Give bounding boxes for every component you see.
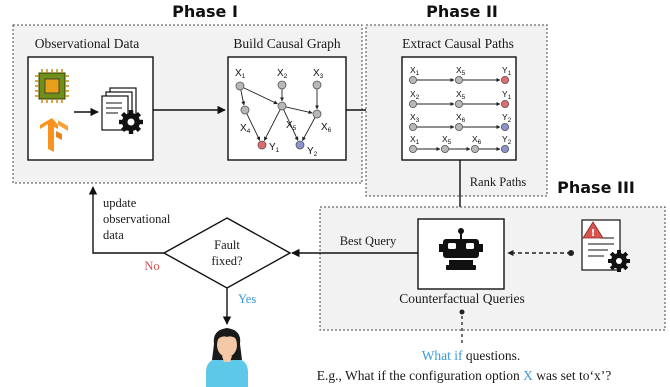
update-label-1: update	[103, 196, 137, 210]
yes-label: Yes	[238, 292, 256, 306]
phase-1-title: Phase I	[172, 2, 238, 21]
graph-node-y1	[257, 140, 267, 150]
path-node	[408, 100, 417, 109]
graph-node-x5	[277, 101, 287, 111]
path-node-label: X6	[472, 134, 482, 146]
graph-edge-x1-x5	[243, 87, 278, 105]
no-feedback-arrow	[88, 186, 164, 254]
graph-edge-x1-x4	[240, 89, 246, 106]
graph-edge-x5-y2	[283, 109, 299, 141]
graph-node-label-x2: X2	[277, 68, 288, 80]
path-node	[440, 144, 449, 153]
path-node-label: X5	[442, 134, 452, 146]
path-node-label: X5	[456, 89, 466, 101]
path-node	[454, 123, 463, 132]
counterfactual-queries-label: Counterfactual Queries	[399, 291, 525, 306]
graph-edge-x5-y1	[263, 109, 281, 141]
graph-node-x1	[235, 81, 245, 91]
robot-icon	[439, 228, 483, 270]
what-if-suffix: questions.	[463, 348, 521, 363]
graph-node-y2	[295, 140, 305, 150]
path-node-label: Y2	[502, 134, 512, 146]
user-avatar-icon	[206, 328, 248, 387]
config-warning-doc-icon: !	[581, 219, 630, 272]
path-node	[500, 123, 509, 132]
example-question-text: E.g., What if the configuration option X…	[317, 368, 611, 383]
observational-data-label: Observational Data	[35, 36, 140, 51]
path-node-label: X1	[410, 134, 420, 146]
graph-node-x4	[240, 105, 250, 115]
path-node	[470, 144, 479, 153]
graph-edge-x4-y1	[246, 113, 261, 141]
path-node	[500, 100, 509, 109]
what-if-text: What if questions.	[422, 348, 521, 363]
path-node-label: X2	[410, 89, 420, 101]
graph-node-x2	[277, 80, 287, 90]
graph-node-label-x3: X3	[313, 68, 324, 80]
path-node	[500, 144, 509, 153]
path-node	[408, 123, 417, 132]
best-query-label: Best Query	[340, 234, 397, 248]
fault-label: Fault	[214, 238, 240, 252]
causal-paths-box	[401, 56, 517, 161]
what-if-prefix: What if	[422, 348, 463, 363]
example-prefix: E.g., What if the configuration option	[317, 368, 523, 383]
tensorflow-logo-icon	[40, 118, 68, 152]
path-node	[454, 100, 463, 109]
graph-node-label-y1: Y1	[269, 142, 280, 154]
phase-3-title: Phase III	[557, 178, 635, 197]
graph-node-label-x5: X5	[286, 120, 297, 132]
fault-fixed-decision	[162, 217, 292, 289]
graph-node-label-x1: X1	[235, 68, 246, 80]
path-node	[454, 76, 463, 85]
path-node-label: Y1	[502, 65, 512, 77]
documents-gear-icon	[101, 87, 143, 134]
graph-edge-x6-y2	[302, 117, 316, 141]
phase-2-title: Phase II	[426, 2, 498, 21]
graph-node-label-x6: X6	[321, 122, 332, 134]
update-label-2: observational	[103, 212, 171, 226]
graph-node-label-x4: X4	[240, 123, 251, 135]
path-node-label: Y1	[502, 89, 512, 101]
example-suffix: was set to‘x’?	[533, 368, 611, 383]
rank-paths-label: Rank Paths	[470, 175, 527, 189]
path-node-label: X1	[410, 65, 420, 77]
path-node	[408, 144, 417, 153]
no-label: No	[144, 259, 159, 273]
graph-edge-x5-x6	[285, 106, 313, 115]
fixed-label: fixed?	[211, 254, 243, 268]
path-node-label: Y2	[502, 112, 512, 124]
path-node-label: X3	[410, 112, 420, 124]
extract-causal-paths-label: Extract Causal Paths	[402, 36, 514, 51]
path-node-label: X5	[456, 65, 466, 77]
cpu-chip-icon	[35, 69, 69, 103]
graph-node-x6	[312, 109, 322, 119]
path-node-label: X6	[456, 112, 466, 124]
build-causal-graph-label: Build Causal Graph	[233, 36, 340, 51]
graph-node-x3	[312, 80, 322, 90]
graph-node-label-y2: Y2	[307, 146, 318, 158]
svg-text:!: !	[591, 228, 596, 239]
path-node	[500, 76, 509, 85]
path-node	[408, 76, 417, 85]
example-variable: X	[523, 368, 533, 383]
update-label-3: data	[103, 228, 124, 242]
